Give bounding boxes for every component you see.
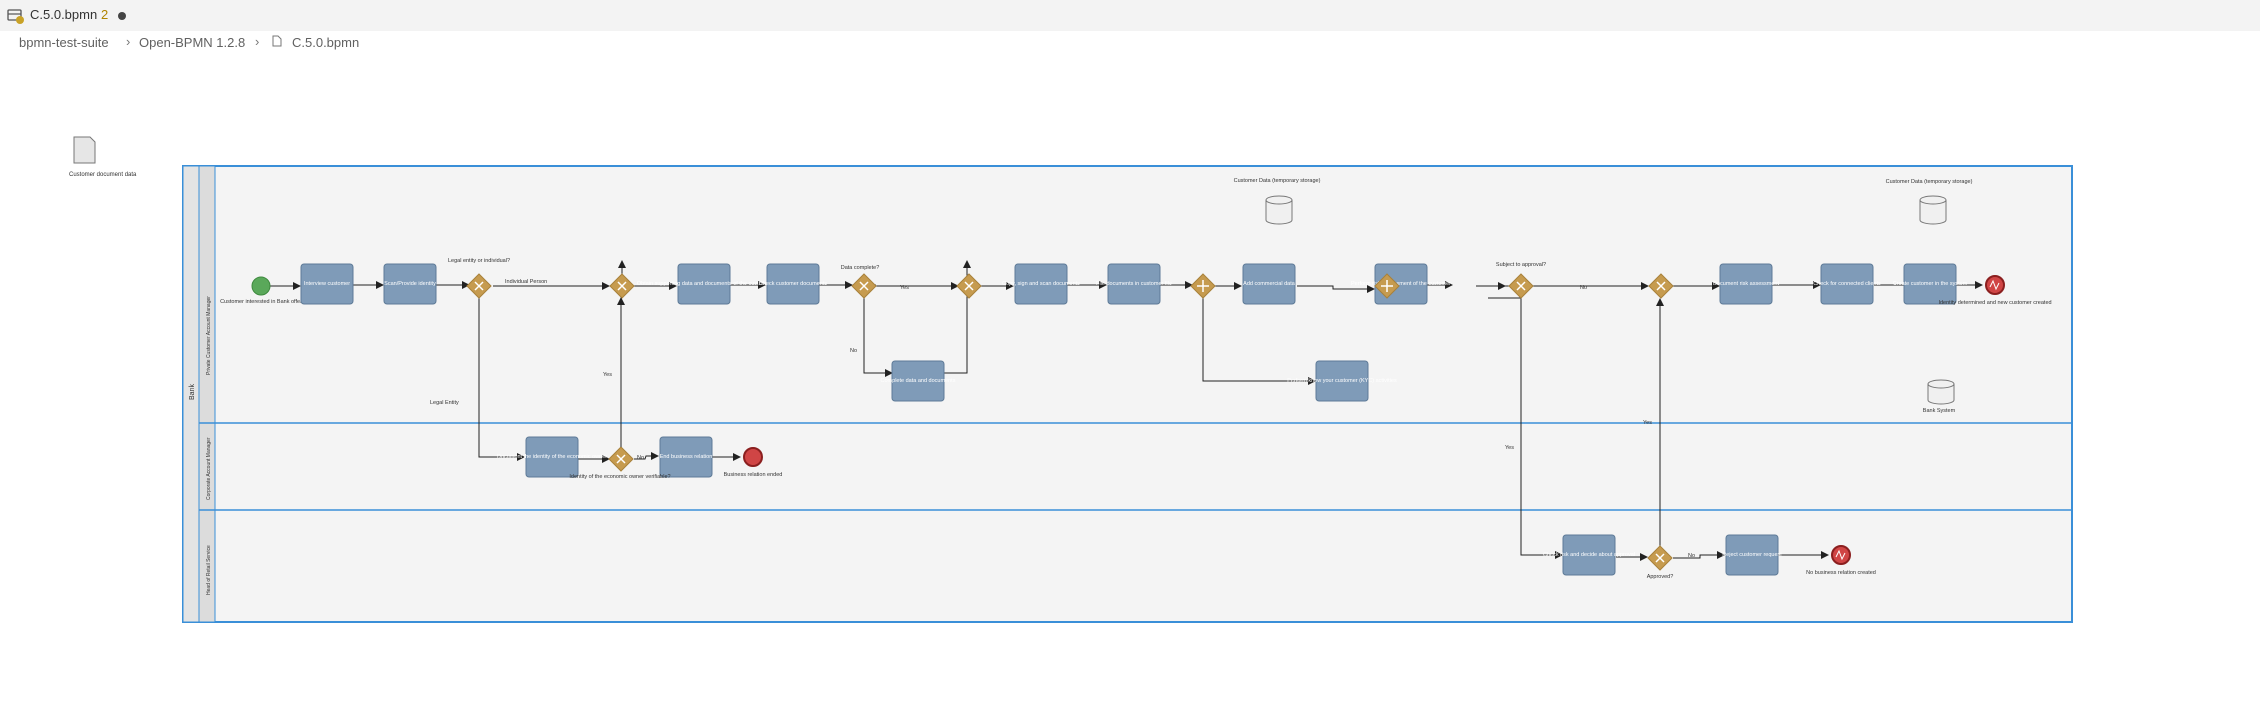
end-event[interactable]: No business relation created [1806,545,1876,576]
flow-label: No [1580,285,1587,291]
bpmn-file-icon [7,7,25,25]
data-store-label: Bank System [1923,408,1956,414]
end-event[interactable]: Business relation ended [724,447,783,478]
gateway-label: Identity of the economic owner verifiabl… [569,474,670,480]
gateway-label: Data complete? [841,265,880,271]
task-label: Create customer in the system [1893,281,1968,287]
gateway-parallel[interactable] [1374,273,1400,299]
gateway-label: Subject to approval? [1496,262,1546,268]
task-label: File documents in customer file [1096,281,1172,287]
gateway-exclusive[interactable]: Approved? [1647,545,1674,580]
pool[interactable]: Bank Private Customer Account Manager Co… [182,165,2073,623]
task-label: Check risk and decide about approval [1543,552,1635,558]
task[interactable]: Document risk assessment [1713,263,1779,305]
task[interactable]: Complete data and documents [881,360,956,402]
flow-label: Yes [1643,420,1652,426]
flow-label: No [637,455,644,461]
gateway-exclusive[interactable]: Data complete? [841,265,880,299]
flow-label: Legal Entity [430,400,459,406]
task-label: Document risk assessment [1713,281,1779,287]
event-label: No business relation created [1806,570,1876,576]
unsaved-dot-icon[interactable] [118,12,126,20]
end-events: Identity determined and new customer cre… [724,275,2052,576]
gateway-exclusive[interactable]: Identity of the economic owner verifiabl… [569,446,671,480]
flow-label: Individual Person [505,279,547,285]
gateway-label: Legal entity or individual? [448,258,510,264]
task[interactable]: Check customer documents [759,263,827,305]
flow-label: Yes [603,372,612,378]
breadcrumb: bpmn-test-suite › Open-BPMN 1.2.8 › C.5.… [0,31,2260,55]
sequence-flows [270,260,1983,561]
task[interactable]: End business relation [659,436,713,478]
data-store[interactable]: Customer Data (temporary storage) [1234,178,1321,225]
tasks: Interview customer Scan/Provide identity… [300,263,1968,576]
bpmn-canvas[interactable]: Customer document data Bank Private Cust… [0,56,2260,702]
data-store[interactable]: Customer Data (temporary storage) [1886,179,1973,225]
event-label: Customer interested in Bank offer [220,299,302,305]
breadcrumb-item[interactable]: bpmn-test-suite [19,35,109,50]
flow-label: Yes [1505,445,1514,451]
task[interactable]: Obtain supporting data and documents of … [637,263,771,305]
task-label: Reject customer request [1722,552,1782,558]
bpmn-diagram: Customer document data Bank Private Cust… [69,136,2073,623]
lane-label: Head of Retail Service [206,545,212,595]
lane-label: Private Customer Account Manager [206,296,212,375]
gateway-exclusive[interactable] [956,273,982,299]
task-label: Perform risk assessment of the customer [1351,281,1451,287]
flow-label: No [850,348,857,354]
gateway-exclusive[interactable] [609,273,635,299]
task-label: Copy, sign and scan documents [1002,281,1080,287]
event-label: Identity determined and new customer cre… [1938,300,2051,306]
data-stores: Customer Data (temporary storage) Custom… [1234,178,1973,414]
gateways: Legal entity or individual? Data complet… [448,258,1674,580]
task[interactable]: Reject customer request [1722,534,1782,576]
pool-label: Bank [189,384,196,400]
tab-title: C.5.0.bpmn [30,7,98,22]
task[interactable]: File documents in customer file [1096,263,1172,305]
chevron-right-icon: › [126,34,131,49]
task[interactable]: Interview customer [300,263,354,305]
task-label: Perform know your customer (KYC) activit… [1287,378,1397,384]
event-label: Business relation ended [724,472,783,478]
gateway-exclusive[interactable]: Legal entity or individual? [448,258,510,299]
task[interactable]: Add commercial data [1242,263,1296,305]
task-label: Check customer documents [759,281,827,287]
gateway-parallel[interactable] [1190,273,1216,299]
task[interactable]: Create customer in the system [1893,263,1968,305]
lane-label: Corporate Account Manager [206,437,212,500]
editor-tab[interactable]: C.5.0.bpmn 2 [0,0,140,31]
task[interactable]: Scan/Provide identity [383,263,437,305]
data-store-label: Customer Data (temporary storage) [1234,178,1321,184]
breadcrumb-item[interactable]: C.5.0.bpmn [292,35,360,50]
task-label: Interview customer [304,281,350,287]
task[interactable]: Document the identity of the economic ow… [497,436,607,478]
task-label: Obtain supporting data and documents of … [637,281,771,287]
chevron-right-icon: › [255,34,260,49]
problem-count: 2 [101,7,109,22]
task[interactable]: Copy, sign and scan documents [1002,263,1080,305]
data-store[interactable]: Bank System [1923,379,1956,414]
gateway-exclusive[interactable] [1648,273,1674,299]
end-event[interactable]: Identity determined and new customer cre… [1938,275,2052,306]
task-label: Document the identity of the economic ow… [497,454,607,460]
flow-label: No [1688,553,1695,559]
task[interactable]: Perform know your customer (KYC) activit… [1287,360,1397,402]
task[interactable]: Check for connected clients [1813,263,1881,305]
task-label: Scan/Provide identity [384,281,436,287]
data-object[interactable]: Customer document data [69,136,137,178]
task-label: Add commercial data [1243,281,1296,287]
start-event[interactable]: Customer interested in Bank offer [220,276,302,305]
editor-tab-bar: C.5.0.bpmn 2 [0,0,2260,31]
data-object-label: Customer document data [69,172,137,178]
gateway-exclusive[interactable]: Subject to approval? [1496,262,1546,299]
task[interactable]: Check risk and decide about approval [1543,534,1635,576]
breadcrumb-item[interactable]: Open-BPMN 1.2.8 [139,35,246,50]
file-icon [272,35,282,50]
flow-label: Yes [900,285,909,291]
data-store-label: Customer Data (temporary storage) [1886,179,1973,185]
task-label: Complete data and documents [881,378,956,384]
task-label: End business relation [660,454,713,460]
task-label: Check for connected clients [1813,281,1881,287]
gateway-label: Approved? [1647,574,1674,580]
